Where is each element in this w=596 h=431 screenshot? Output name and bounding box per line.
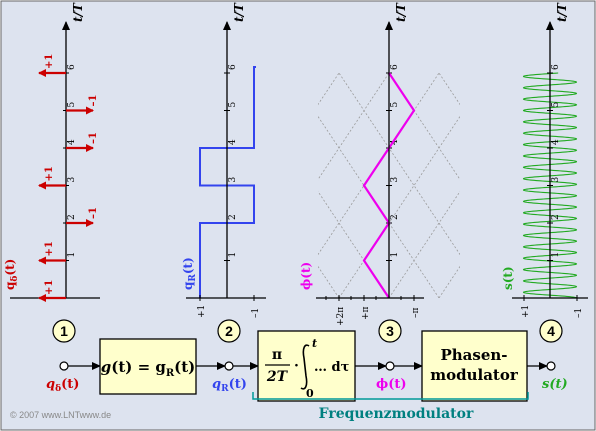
svg-text:·: ·: [294, 358, 299, 374]
phi-trajectory: [362, 72, 416, 299]
phi-tick-4: 4: [390, 139, 400, 145]
phi-axis-label: t/T: [394, 2, 408, 22]
qr-panel-label: qR(t): [181, 257, 198, 290]
s-tick-1: 1: [551, 252, 561, 258]
qr-tick-5: 5: [228, 102, 238, 108]
copyright-text: © 2007 www.LNTwww.de: [10, 410, 111, 420]
svg-text:2: 2: [225, 323, 233, 339]
qr-tick-4: 4: [228, 139, 238, 145]
panel-phi: 1 2 3 4 5 6 +2π +π –π t/T ϕ(t): [299, 2, 460, 326]
terminal-q: [59, 361, 69, 371]
s-tick-5: 5: [551, 102, 561, 108]
q-pulse-label-4: –1: [88, 132, 99, 144]
qr-axis-label: t/T: [232, 2, 246, 22]
phi-tick-1: 1: [390, 252, 400, 258]
s-axis-label: t/T: [555, 2, 569, 22]
fm-label: Frequenzmodulator: [319, 406, 474, 422]
svg-text:π: π: [272, 347, 282, 363]
block-integrator: π 2T · t 0 … dτ: [257, 330, 356, 402]
block-phase-modulator: Phasen- modulator: [421, 330, 528, 402]
block-g-text: g(t) = gR(t): [101, 358, 196, 379]
svg-text:0: 0: [306, 387, 314, 400]
node-3: 3: [378, 319, 402, 343]
phi-panel-label: ϕ(t): [299, 262, 313, 290]
q-tick-3: 3: [67, 177, 77, 183]
q-tick-6: 6: [67, 64, 77, 70]
s-tick-4: 4: [551, 139, 561, 145]
signal-label-qr: qR(t): [212, 377, 247, 394]
svg-text:Phasen-: Phasen-: [440, 346, 507, 364]
q-tick-4: 4: [67, 139, 77, 145]
node-2: 2: [217, 319, 241, 343]
q-pulse-label-0: +1: [44, 280, 55, 295]
svg-text:3: 3: [386, 323, 394, 339]
svg-text:… dτ: … dτ: [314, 360, 350, 375]
q-pulse-label-5: –1: [88, 95, 99, 107]
s-tick-2: 2: [551, 214, 561, 220]
phi-amp-2pi: +2π: [336, 307, 346, 326]
s-amp-minus1: –1: [574, 308, 584, 318]
qr-tick-3: 3: [228, 177, 238, 183]
phi-tick-6: 6: [390, 64, 400, 70]
s-panel-label: s(t): [501, 266, 515, 290]
qr-amp-plus1: +1: [197, 305, 207, 318]
svg-text:modulator: modulator: [430, 366, 519, 384]
phi-amp-minus-pi: –π: [411, 308, 421, 319]
svg-text:t: t: [312, 337, 317, 350]
s-waveform: [522, 72, 578, 299]
q-tick-2: 2: [67, 214, 77, 220]
signal-label-q: qδ(t): [46, 377, 79, 394]
phi-amp-pi: +π: [361, 306, 371, 320]
q-axis-label: t/T: [71, 2, 85, 22]
q-pulse-label-1: +1: [44, 241, 55, 256]
phi-tick-2: 2: [390, 214, 400, 220]
q-pulses: +1 +1 –1 +1 –1 –1 +1: [38, 54, 99, 302]
terminal-qr: [224, 361, 234, 371]
node-4: 4: [539, 319, 563, 343]
q-pulse-label-3: +1: [44, 166, 55, 181]
svg-text:2T: 2T: [266, 369, 289, 385]
panel-s: 1 2 3 4 5 6 +1 –1 t/T s(t): [501, 2, 588, 318]
qr-amp-minus1: –1: [251, 308, 261, 318]
qr-tick-1: 1: [228, 252, 238, 258]
s-tick-6: 6: [551, 64, 561, 70]
qr-waveform: [199, 66, 256, 298]
phi-tick-5: 5: [390, 102, 400, 108]
q-tick-5: 5: [67, 102, 77, 108]
panel-qr: 1 2 3 4 5 6 +1 –1 t/T qR(t): [181, 2, 266, 318]
phi-ticks: 1 2 3 4 5 6: [386, 64, 400, 261]
signal-label-phi: ϕ(t): [376, 377, 407, 392]
svg-text:4: 4: [547, 323, 555, 339]
q-pulse-label-6: +1: [44, 54, 55, 69]
signal-label-s: s(t): [542, 377, 568, 392]
svg-text:1: 1: [60, 323, 68, 339]
q-pulse-label-2: –1: [88, 207, 99, 219]
s-tick-3: 3: [551, 177, 561, 183]
panel-q-delta: 1 2 3 4 5 6 t/T +1 +1 –1 +1 –1 –1 +1 qδ(t): [3, 2, 100, 302]
fm-bracket: [252, 392, 529, 400]
qr-tick-6: 6: [228, 64, 238, 70]
qr-tick-2: 2: [228, 214, 238, 220]
block-g: g(t) = gR(t): [99, 338, 197, 395]
s-amp-plus1: +1: [521, 305, 531, 318]
terminal-s: [546, 361, 556, 371]
node-1: 1: [52, 319, 76, 343]
phi-tick-3: 3: [390, 177, 400, 183]
q-panel-label: qδ(t): [3, 259, 20, 290]
terminal-phi: [385, 361, 395, 371]
block-diagram: 1 2 3 4 g(t) = gR(t) π 2T · t 0: [46, 319, 568, 422]
q-tick-1: 1: [67, 252, 77, 258]
